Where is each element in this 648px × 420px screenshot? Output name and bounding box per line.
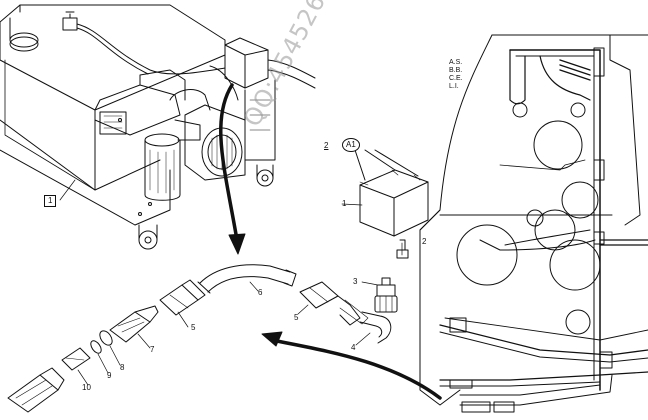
callout-3: 3	[353, 277, 358, 286]
callout-6: 6	[258, 288, 263, 297]
callout-10: 10	[82, 383, 91, 392]
callout-2: 2	[422, 237, 427, 246]
ring-8	[99, 330, 113, 346]
fitting-5-left	[159, 279, 206, 316]
ring-9	[90, 340, 102, 354]
legend-line: B.B.	[449, 67, 463, 74]
callout-5-left: 5	[191, 323, 196, 332]
hose-6	[197, 264, 297, 294]
flow-arrow-lower	[270, 338, 442, 400]
callout-4: 4	[351, 343, 356, 352]
callout-filter: 1	[342, 199, 347, 208]
tank-unit	[0, 4, 274, 250]
motor-pump-group	[94, 37, 316, 201]
elbow-4	[359, 277, 398, 344]
flow-arrow-upper	[219, 83, 239, 242]
flow-arrow-lower-head	[261, 331, 283, 347]
leader-lines	[59, 179, 403, 386]
plug-2	[396, 239, 409, 259]
callout-8: 8	[120, 363, 125, 372]
callout-7: 7	[150, 345, 155, 354]
wiring-panel	[419, 34, 648, 413]
fitting-5-right	[299, 281, 369, 326]
panel-legend: A.S. B.B. C.E. L.I.	[449, 59, 463, 91]
legend-line: C.E.	[449, 75, 463, 82]
connector-7	[109, 305, 159, 343]
fitting-10	[61, 347, 91, 371]
callout-circle-ref: A1	[342, 138, 360, 152]
quick-coupler	[7, 367, 65, 413]
callout-9: 9	[107, 371, 112, 380]
callout-5-right: 5	[294, 313, 299, 322]
callout-assembly: 1	[44, 195, 57, 207]
flow-arrow-upper-head	[228, 233, 246, 255]
legend-line: L.I.	[449, 83, 459, 90]
callout-ref-area: 2	[324, 141, 329, 150]
legend-line: A.S.	[449, 59, 463, 66]
reference-box	[354, 149, 429, 237]
